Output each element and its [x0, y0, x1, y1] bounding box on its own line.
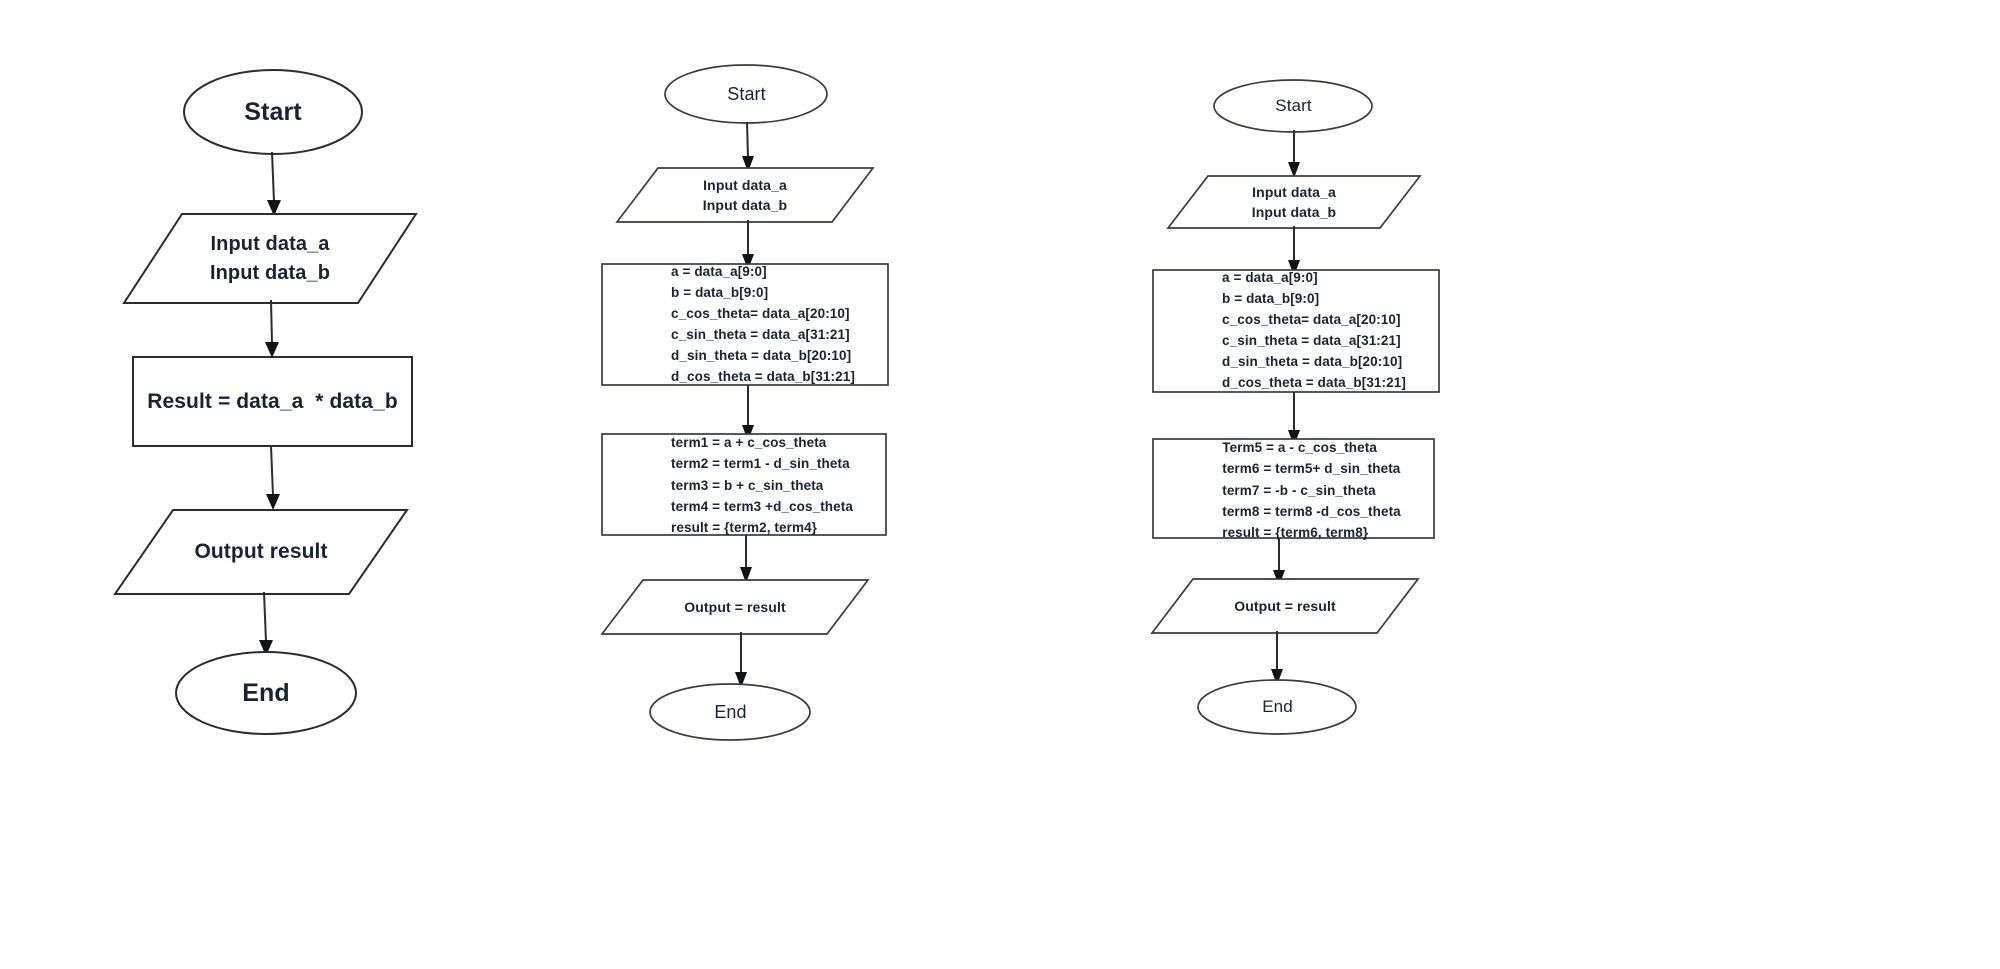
connector-start-to-input-1	[265, 151, 285, 218]
terms-node-3[interactable]: Term5 = a - c_cos_theta term6 = term5+ d…	[1151, 437, 1436, 540]
assign-node-3[interactable]: a = data_a[9:0] b = data_b[9:0] c_cos_th…	[1151, 268, 1441, 394]
connector-terms-to-output-2	[738, 535, 758, 585]
connector-output-to-end-2	[733, 632, 753, 690]
output-node-3[interactable]: Output = result	[1150, 577, 1420, 635]
output-node-1[interactable]: Output result	[113, 508, 409, 596]
input-node-2[interactable]: Input data_a Input data_b	[615, 166, 875, 224]
connector-process-to-output-1	[262, 445, 282, 512]
end-node-3[interactable]: End	[1196, 678, 1359, 736]
start-node-2[interactable]: Start	[663, 63, 830, 126]
connector-assign-to-terms-3	[1286, 392, 1306, 448]
end-node-1[interactable]: End	[174, 650, 358, 736]
flowchart-column-3: Start Input data_a Input data_b	[1140, 0, 1840, 969]
start-node-3[interactable]: Start	[1212, 78, 1375, 134]
connector-input-to-process-1	[262, 299, 282, 360]
process-node-1[interactable]: Result = data_a * data_b	[131, 355, 414, 448]
assign-node-2[interactable]: a = data_a[9:0] b = data_b[9:0] c_cos_th…	[600, 262, 890, 387]
start-node-1[interactable]: Start	[182, 68, 364, 156]
connector-start-to-input-3	[1286, 130, 1306, 180]
connector-input-to-assign-2	[740, 220, 760, 272]
connector-output-to-end-1	[255, 591, 275, 658]
input-node-3[interactable]: Input data_a Input data_b	[1166, 174, 1422, 230]
connector-input-to-assign-3	[1286, 226, 1306, 278]
end-node-2[interactable]: End	[648, 682, 813, 742]
input-node-1[interactable]: Input data_a Input data_b	[122, 212, 418, 305]
terms-node-2[interactable]: term1 = a + c_cos_theta term2 = term1 - …	[600, 432, 888, 537]
connector-output-to-end-3	[1269, 631, 1289, 687]
output-node-2[interactable]: Output = result	[600, 578, 870, 636]
connector-terms-to-output-3	[1271, 538, 1291, 588]
flowchart-column-1: Start Input data_a Input data_b	[0, 0, 640, 969]
connector-start-to-input-2	[740, 121, 760, 174]
connector-assign-to-terms-2	[740, 385, 760, 443]
